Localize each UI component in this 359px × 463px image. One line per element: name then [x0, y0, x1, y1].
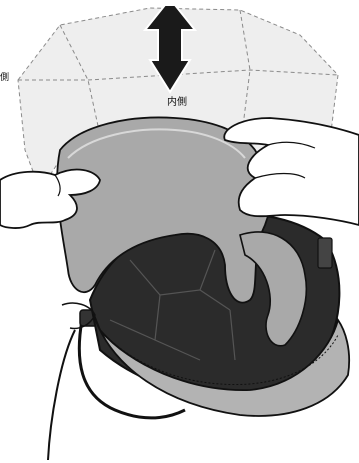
side-buckle [318, 238, 332, 268]
left-side-label: 側 [0, 72, 9, 84]
inside-label: 内側 [167, 97, 187, 109]
